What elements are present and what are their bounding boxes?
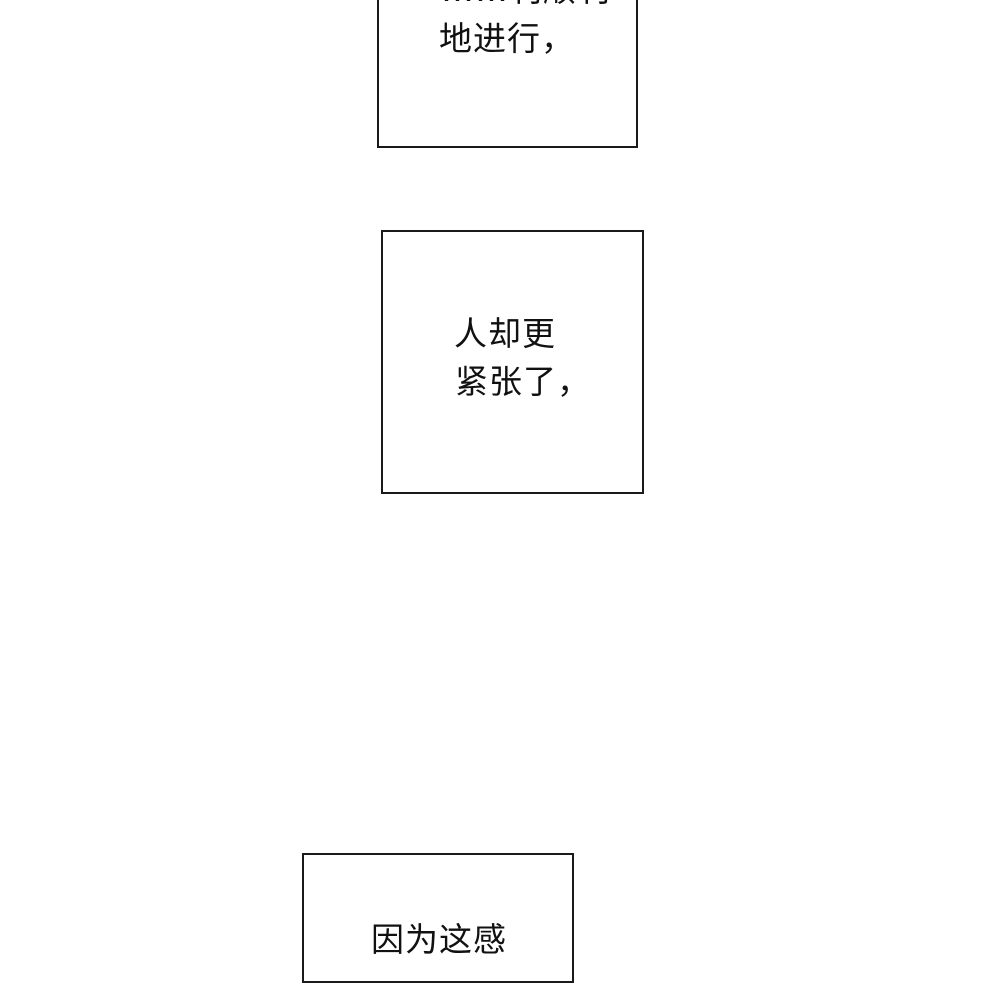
caption-box-1: ……利顺利 地进行， [377,0,638,148]
caption-3-line-1: 因为这感 [371,920,507,959]
caption-2-line-2: 紧张了， [455,362,591,401]
caption-1-line-1: ……利顺利 [441,0,611,14]
caption-1-line-2: 地进行， [439,19,575,58]
caption-box-3: 因为这感 [302,853,574,983]
comic-page: ……利顺利 地进行， 人却更 紧张了， 因为这感 [302,0,644,983]
caption-2-line-1: 人却更 [454,314,556,353]
caption-box-2: 人却更 紧张了， [381,230,644,494]
